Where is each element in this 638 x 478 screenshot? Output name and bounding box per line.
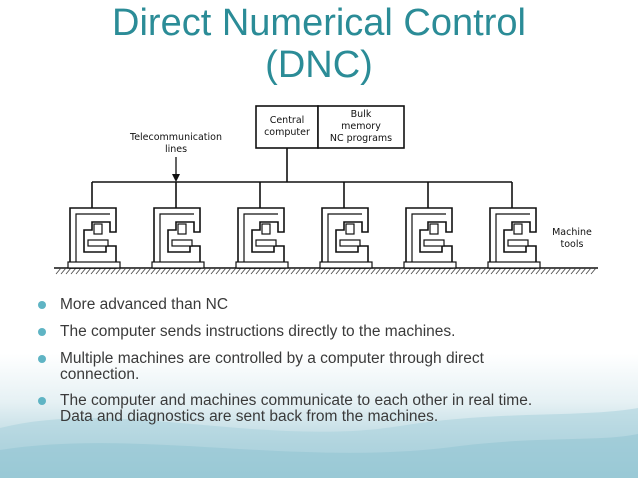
bullet-dot-icon: [38, 301, 46, 309]
bullet-text: The computer sends instructions directly…: [60, 323, 456, 340]
dnc-diagram: Central computer Bulk memory NC programs…: [50, 102, 602, 282]
dnc-diagram-svg: Central computer Bulk memory NC programs…: [54, 105, 598, 275]
bulk-memory-label-1: Bulk: [351, 109, 372, 120]
bullet-item: More advanced than NC: [38, 297, 598, 313]
bullet-dot-icon: [38, 328, 46, 336]
machine-label-2: tools: [561, 239, 584, 250]
bullet-dot-icon: [38, 397, 46, 405]
machine-tool-icon: [151, 182, 205, 269]
bulk-memory-label-3: NC programs: [330, 133, 392, 144]
telecom-label-1: Telecommunication: [129, 132, 222, 143]
title-line-2: (DNC): [265, 44, 373, 86]
telecom-label-2: lines: [165, 144, 187, 155]
machine-label-1: Machine: [552, 227, 592, 238]
bullet-text-cont: connection.: [60, 366, 140, 383]
machine-tool-icon: [487, 182, 541, 269]
machine-tool-icon: [403, 182, 457, 269]
central-computer-box: [255, 105, 319, 149]
bullet-list: More advanced than NC The computer sends…: [38, 297, 598, 436]
central-computer-label-1: Central: [270, 115, 305, 126]
title-line-1: Direct Numerical Control: [112, 2, 526, 44]
machine-tools: [67, 182, 541, 269]
floor-hatch: [55, 267, 597, 275]
bulk-memory-box: [317, 105, 405, 149]
bullet-text: The computer and machines communicate to…: [60, 392, 533, 409]
bulk-memory-label-2: memory: [341, 121, 381, 132]
machine-tool-icon: [67, 182, 121, 269]
bullet-text: More advanced than NC: [60, 296, 229, 313]
telecom-arrowhead: [172, 174, 180, 182]
bullet-text-cont: Data and diagnostics are sent back from …: [60, 408, 439, 425]
background-wave: [0, 408, 638, 478]
machine-tool-icon: [235, 182, 289, 269]
machine-tool-icon: [319, 182, 373, 269]
central-computer-label-2: computer: [264, 127, 310, 138]
slide-title: Direct Numerical Control (DNC): [0, 2, 638, 86]
bullet-item: Multiple machines are controlled by a co…: [38, 351, 598, 383]
bullet-item: The computer sends instructions directly…: [38, 324, 598, 340]
bullet-item: The computer and machines communicate to…: [38, 393, 598, 425]
bullet-dot-icon: [38, 355, 46, 363]
bullet-text: Multiple machines are controlled by a co…: [60, 350, 484, 367]
